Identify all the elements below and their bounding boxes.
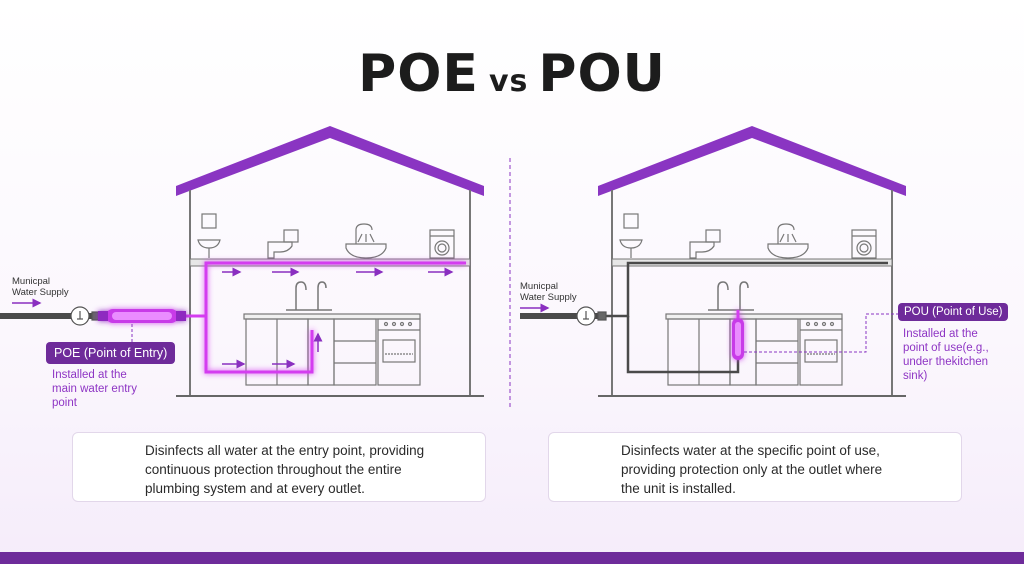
poe-filter-icon (98, 309, 186, 323)
poe-supply-label-line1: Municpal (12, 276, 51, 287)
poe-flow-arrows (12, 267, 454, 369)
pou-supply-label-line1: Municpal (520, 281, 559, 292)
poe-supply-label-line2: Water Supply (12, 287, 69, 298)
poe-note-line3: point (52, 397, 77, 409)
pou-description-line1: Disinfects water at the specific point o… (621, 443, 880, 458)
pou-note-line1: Installed at the (903, 328, 978, 340)
poe-description-line1: Disinfects all water at the entry point,… (145, 443, 425, 458)
kitchen-sink-icon (286, 281, 332, 311)
poe-distribution-flow (204, 261, 466, 374)
water-meter-icon (70, 306, 101, 326)
bathtub-icon (345, 223, 387, 259)
pou-note: Installed at the point of use(e.g., unde… (903, 327, 989, 383)
poe-description-line2: continuous protection throughout the ent… (145, 462, 402, 477)
pou-supply-label-line2: Water Supply (520, 292, 577, 303)
toilet-icon (689, 229, 721, 259)
kitchen-counter-left (243, 313, 421, 386)
stove-icon (377, 318, 421, 386)
pou-supply-label: Municpal Water Supply (520, 281, 577, 303)
pou-description-line2: providing protection only at the outlet … (621, 462, 883, 477)
poe-house-icon (176, 126, 484, 397)
poe-note-line2: main water entry (52, 383, 138, 395)
bathtub-icon (767, 223, 809, 259)
poe-supply-label: Municpal Water Supply (12, 276, 69, 298)
poe-description-card: Disinfects all water at the entry point,… (72, 432, 486, 502)
kitchen-counter-right (665, 313, 843, 386)
pou-note-line2: point of use(e.g., (903, 342, 989, 354)
poe-description: Disinfects all water at the entry point,… (145, 441, 475, 498)
pou-description: Disinfects water at the specific point o… (621, 441, 951, 498)
pou-tag: POU (Point of Use) (898, 303, 1009, 321)
poe-description-line3: plumbing system and at every outlet. (145, 481, 365, 496)
title-poe: POE (358, 44, 479, 104)
kitchen-sink-icon (708, 281, 754, 311)
poe-note-line1: Installed at the (52, 369, 127, 381)
pou-filter-icon (732, 310, 744, 360)
pou-description-line3: the unit is installed. (621, 481, 736, 496)
poe-tag: POE (Point of Entry) (46, 342, 176, 364)
water-meter-icon (576, 306, 607, 326)
toilet-icon (267, 229, 299, 259)
wash-basin-icon (197, 213, 221, 258)
page-title: POE vs POU (0, 44, 1024, 104)
footer-bar (0, 552, 1024, 564)
pou-note-line4: sink) (903, 370, 928, 382)
wash-basin-icon (619, 213, 643, 258)
pou-house-icon (598, 126, 906, 397)
poe-note: Installed at the main water entry point (52, 368, 137, 410)
pou-callout-line (744, 313, 898, 353)
title-vs: vs (488, 64, 529, 99)
pou-description-card: Disinfects water at the specific point o… (548, 432, 962, 502)
washing-machine-icon (851, 229, 877, 259)
pou-note-line3: under thekitchen (903, 356, 989, 368)
washing-machine-icon (429, 229, 455, 259)
title-pou: POU (538, 44, 666, 104)
